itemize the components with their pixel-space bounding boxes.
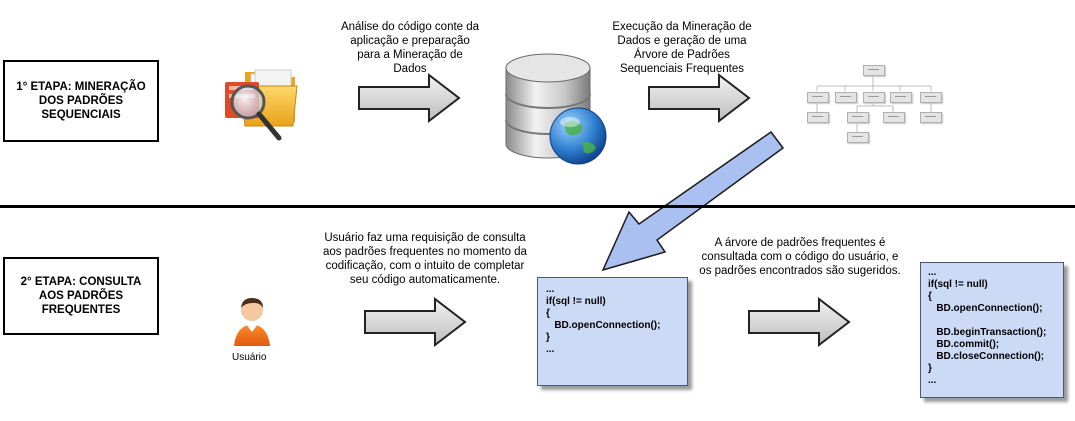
code-line: ... bbox=[546, 284, 555, 295]
code-line: BD.commit(); bbox=[928, 339, 1000, 350]
tree-node bbox=[890, 92, 912, 103]
tree-node bbox=[863, 65, 885, 76]
caption-analysis: Análise do código conte da aplicação e p… bbox=[340, 21, 480, 75]
user-code-box: ... if(sql != null) { BD.openConnection(… bbox=[537, 277, 688, 386]
tree-node bbox=[807, 112, 829, 123]
folder-magnifier-icon bbox=[215, 62, 300, 142]
tree-node bbox=[883, 112, 905, 123]
tree-node bbox=[920, 92, 942, 103]
code-line: BD.closeConnection(); bbox=[928, 351, 1045, 362]
right-arrow-icon bbox=[357, 72, 463, 124]
tree-node bbox=[863, 92, 885, 103]
stage2-box: 2° ETAPA: CONSULTA AOS PADRÕES FREQUENTE… bbox=[3, 257, 159, 335]
code-line: ... bbox=[928, 267, 937, 278]
code-line: if(sql != null) bbox=[928, 279, 988, 290]
code-line: ... bbox=[928, 375, 937, 386]
tree-node bbox=[920, 112, 942, 123]
user-label: Usuário bbox=[232, 352, 267, 363]
code-line bbox=[928, 315, 1056, 327]
code-line: ... bbox=[546, 344, 555, 355]
stage2-label: 2° ETAPA: CONSULTA AOS PADRÕES FREQUENTE… bbox=[20, 276, 142, 316]
code-line: { bbox=[546, 308, 550, 319]
right-arrow-icon bbox=[747, 296, 853, 348]
right-arrow-icon bbox=[647, 72, 753, 124]
code-line: BD.openConnection(); bbox=[546, 320, 661, 331]
section-divider bbox=[0, 205, 1075, 208]
caption-mining: Execução da Mineração de Dados e geração… bbox=[612, 21, 752, 75]
code-line: { bbox=[928, 291, 932, 302]
caption-tree-query: A árvore de padrões frequentes é consult… bbox=[699, 237, 901, 277]
diagonal-arrow-icon bbox=[595, 128, 785, 278]
tree-node bbox=[835, 92, 857, 103]
code-line: } bbox=[546, 332, 550, 343]
stage1-box: 1° ETAPA: MINERAÇÃO DOS PADRÕES SEQUENCI… bbox=[3, 60, 159, 142]
right-arrow-icon bbox=[363, 296, 469, 348]
code-line: } bbox=[928, 363, 932, 374]
code-line: if(sql != null) bbox=[546, 296, 606, 307]
stage1-label: 1° ETAPA: MINERAÇÃO DOS PADRÕES SEQUENCI… bbox=[16, 81, 146, 121]
suggested-code-box: ... if(sql != null) { BD.openConnection(… bbox=[920, 262, 1064, 398]
code-line: BD.beginTransaction(); bbox=[928, 327, 1047, 338]
pattern-tree-icon bbox=[805, 60, 945, 146]
tree-node bbox=[807, 92, 829, 103]
code-line: BD.openConnection(); bbox=[928, 303, 1043, 314]
tree-node bbox=[847, 112, 869, 123]
user-icon bbox=[230, 292, 274, 348]
caption-request: Usuário faz uma requisição de consulta a… bbox=[323, 232, 527, 286]
database-globe-icon bbox=[500, 50, 612, 168]
tree-node bbox=[847, 132, 869, 143]
